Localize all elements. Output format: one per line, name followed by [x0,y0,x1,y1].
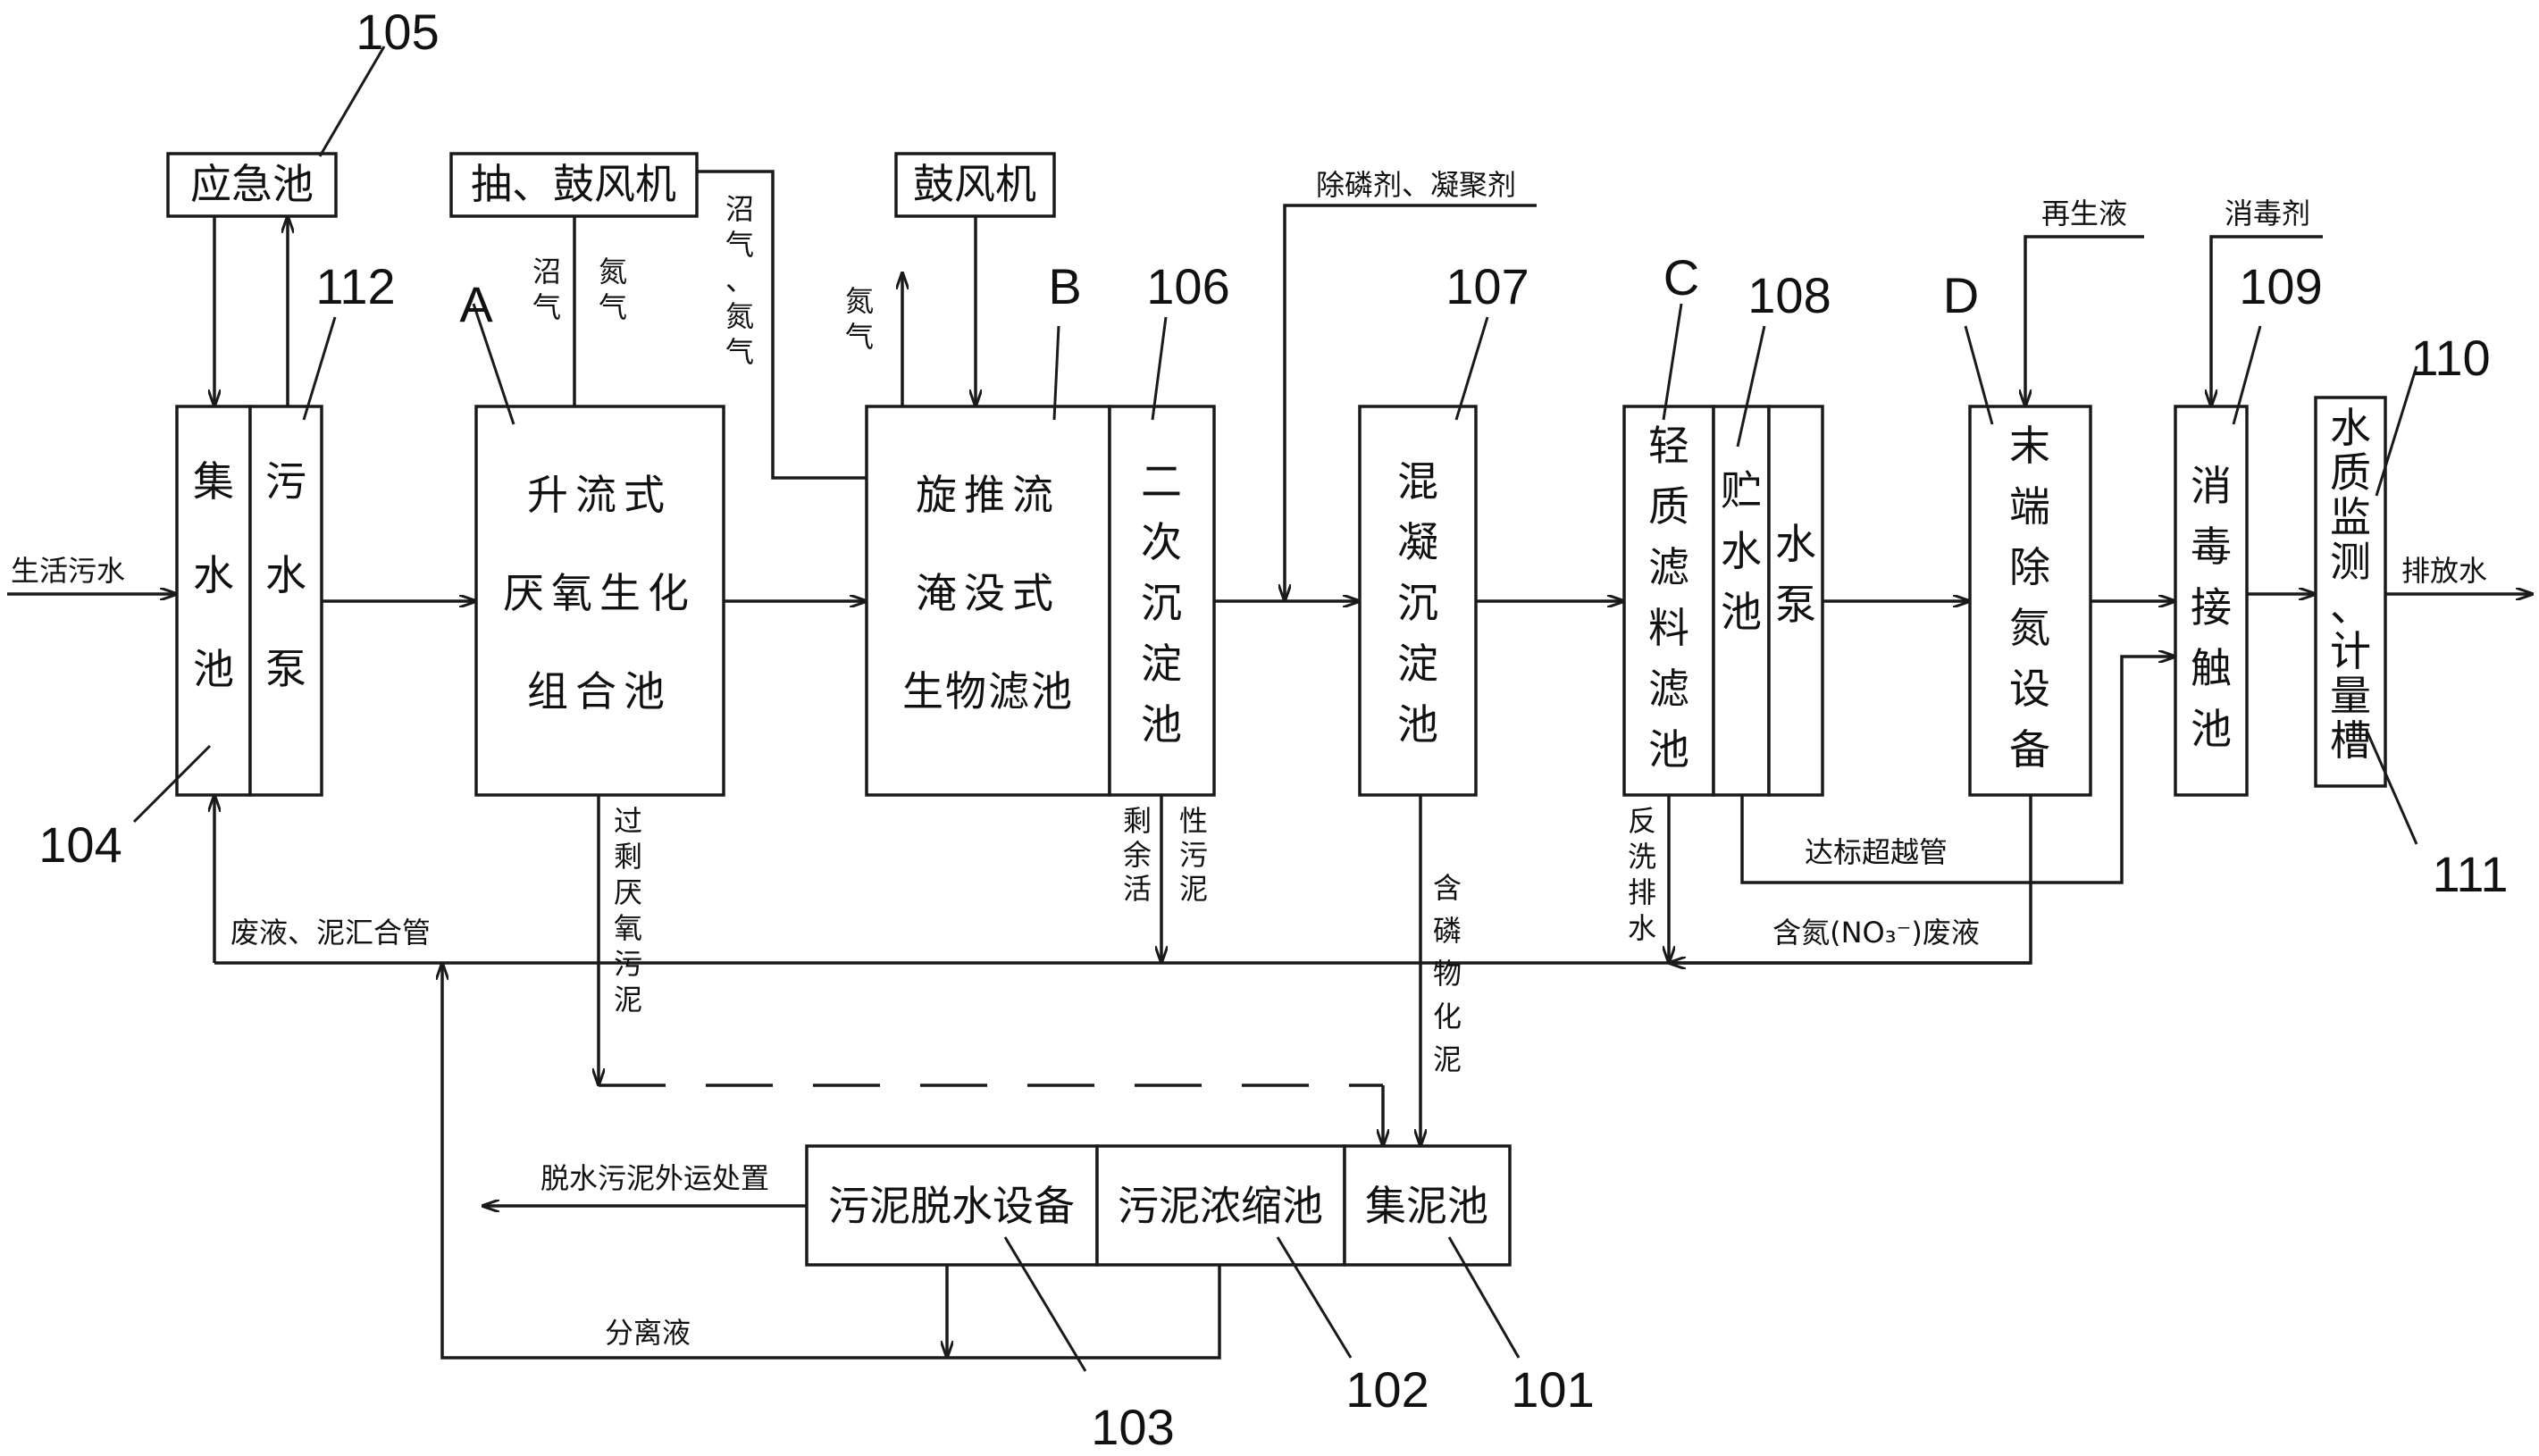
anaerobic-tank-box [474,405,725,797]
number-111: 111 [2432,846,2508,902]
light-media-filter-label: 轻质滤料滤池 [1648,422,1689,774]
biofilter-box [865,405,1111,797]
backwash-label: 反洗排水 [1628,804,1656,945]
biogas-label: 沼气 [532,255,561,324]
emergency-tank-box [166,152,338,218]
outlet-label: 排放水 [2401,554,2487,588]
monitoring-trough-box [2314,396,2387,788]
waste-main-label: 废液、泥汇合管 [230,916,431,950]
emergency-tank-label: 应急池 [190,160,314,208]
biofilter-line-1: 旋推流 [916,471,1060,519]
phos-agent-label: 除磷剂、凝聚剂 [1316,168,1516,202]
disinfection-tank-label: 消毒接触池 [2191,462,2232,753]
number-105: 105 [356,4,439,60]
letter-b: B [1048,258,1081,314]
number-108: 108 [1747,267,1831,323]
number-110: 110 [2410,330,2490,386]
nitrogen-b-label: 氮气 [845,284,874,354]
anaerobic-line-1: 升流式 [527,471,672,519]
number-104: 104 [38,816,122,873]
sludge-collection-box [1343,1144,1512,1267]
anaerobic-line-2: 厌氧生化 [503,569,696,617]
number-107: 107 [1445,258,1529,314]
coagulation-tank-label: 混凝沉淀池 [1397,457,1438,749]
blower-1-label: 抽、鼓风机 [471,160,676,208]
biofilter-line-3: 生物滤池 [902,667,1074,715]
number-112: 112 [315,258,395,314]
blower-2-box [894,152,1056,218]
disinfectant-label: 消毒剂 [2225,197,2310,230]
excess-anaerobic-label: 过剩厌氧污泥 [614,804,642,1017]
number-109: 109 [2239,258,2322,314]
excess-active-b-label: 性污泥 [1179,804,1208,906]
nitrate-waste-label: 含氮(NO₃⁻)废液 [1772,916,1980,950]
sewage-pump-label: 污水泵 [265,457,306,693]
sludge-collection-label: 集泥池 [1365,1182,1488,1230]
denitrification-label: 末端除氮设备 [2009,422,2050,774]
dewater-out-label: 脱水污泥外运处置 [540,1161,769,1195]
letter-d: D [1943,267,1979,323]
phos-sludge-label: 含磷物化泥 [1433,871,1462,1076]
blower-2-label: 鼓风机 [913,160,1036,208]
light-media-filter-box [1622,405,1715,797]
letter-a: A [459,276,493,332]
number-106: 106 [1146,258,1229,314]
collection-tank-label: 集水池 [193,457,234,693]
thickener-label: 污泥浓缩池 [1118,1182,1323,1230]
letter-c: C [1663,249,1699,305]
collection-tank-box [175,405,252,797]
biofilter-line-2: 淹没式 [916,569,1060,617]
anaerobic-line-3: 组合池 [527,667,672,715]
regen-label: 再生液 [2041,197,2127,230]
nitrogen-label: 氮气 [599,255,627,324]
inlet-label: 生活污水 [11,554,125,588]
excess-active-a-label: 剩余活 [1123,804,1152,906]
blower-1-box [449,152,699,218]
secondary-clarifier-label: 二次沉淀池 [1141,457,1182,749]
storage-tank-label: 贮水池 [1721,466,1762,636]
sewage-pump-box [248,405,323,797]
number-102: 102 [1345,1361,1429,1418]
thickener-box [1095,1144,1346,1267]
dewatering-label: 污泥脱水设备 [828,1182,1075,1230]
number-103: 103 [1091,1399,1174,1455]
number-101: 101 [1511,1361,1594,1418]
water-pump-box [1767,405,1824,797]
secondary-clarifier-box [1108,405,1216,797]
monitoring-trough-label: 水质监测、计量槽 [2330,404,2371,765]
biogas-nitrogen-label: 沼气、氮气 [725,192,754,369]
separation-label: 分离液 [605,1316,691,1350]
water-pump-label: 水泵 [1775,520,1816,629]
bypass-label: 达标超越管 [1805,835,1948,869]
